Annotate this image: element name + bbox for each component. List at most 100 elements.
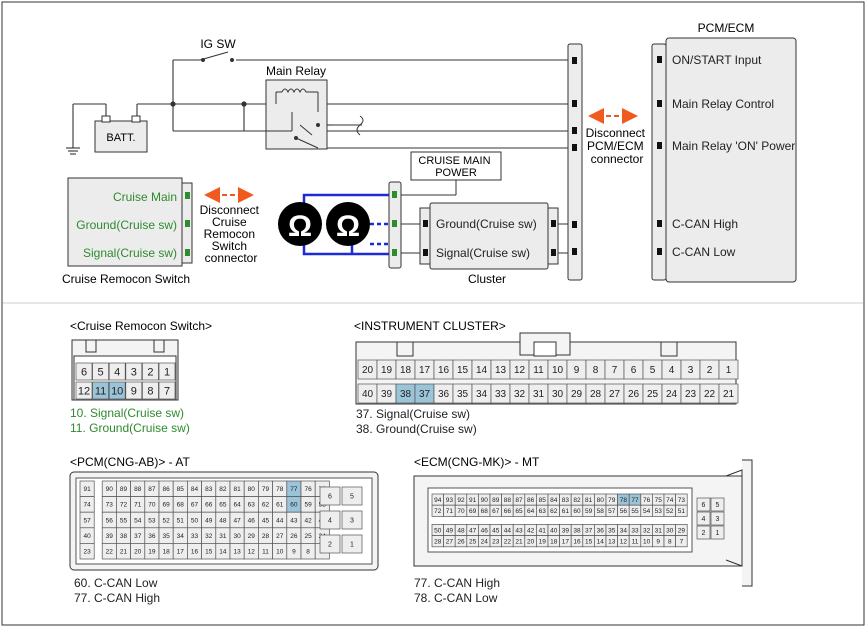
ecm-conn-pin-label: 40 (550, 527, 558, 534)
ecm-conn-pin-label: 29 (678, 527, 686, 534)
cluster-conn-pin-label: 36 (438, 389, 450, 400)
wire-break-icon (356, 115, 364, 136)
cluster-conn-pin-label: 28 (590, 389, 602, 400)
ecm-conn-pin-label: 38 (573, 527, 581, 534)
pcm-conn-pin-label: 78 (276, 486, 284, 493)
switch-pin-cruise-main: Cruise Main (113, 190, 177, 204)
pcm-conn-pin-label: 46 (248, 517, 256, 524)
pcm-conn-pin-label: 37 (134, 533, 142, 540)
pcm-conn-pin-label: 69 (162, 502, 170, 509)
ecm-conn-pin-label: 63 (539, 508, 547, 515)
pcm-conn-pin-label: 90 (106, 486, 114, 493)
cruise-conn-pin-label: 7 (164, 385, 170, 397)
pcm-conn-pin-label: 56 (106, 517, 114, 524)
ecm-conn-pin-label: 44 (504, 527, 512, 534)
pcm-conn-pin-label: 62 (262, 502, 270, 509)
cruise-conn-pin (108, 362, 126, 381)
cruise-conn-pin (142, 381, 159, 400)
ecm-conn-pin-label: 46 (481, 527, 489, 534)
ecm-conn-pin-label: 61 (562, 508, 570, 515)
cluster-conn-pin-label: 24 (666, 389, 678, 400)
pcm-conn-pin-label: 12 (248, 548, 256, 555)
cluster-conn-pin-label: 27 (609, 389, 621, 400)
ecm-conn-side-pin-label: 2 (702, 530, 706, 537)
cruise-conn-note: 11. Ground(Cruise sw) (70, 421, 190, 435)
ohm-icon-1: Ω (288, 210, 312, 243)
pcm-conn-pin-label: 23 (83, 548, 91, 555)
ecm-conn-side-pin (710, 497, 725, 512)
pcm-conn-pin-label: 74 (83, 502, 91, 509)
pcm-conn-pin-label: 42 (304, 517, 312, 524)
cruise-conn-pin-label: 4 (114, 366, 120, 378)
ecm-conn-pin-label: 58 (597, 508, 605, 515)
cluster-conn-pin-label: 29 (571, 389, 583, 400)
cruise-conn-pin-label: 1 (164, 366, 170, 378)
pcm-pin-main-relay-control: Main Relay Control (672, 97, 774, 111)
ecm-conn-pin-label: 9 (656, 538, 660, 545)
pcm-conn-note: 77. C-CAN High (74, 591, 160, 605)
pcm-conn-pin-label: 71 (134, 502, 142, 509)
cluster-conn-pin-label: 37 (419, 389, 431, 400)
ecm-conn-pin-label: 20 (527, 538, 535, 545)
cluster-conn-pin-label: 19 (381, 365, 393, 376)
ecm-conn-pin-label: 19 (539, 538, 547, 545)
ecm-conn-pin-label: 30 (666, 527, 674, 534)
cluster-conn-pin-label: 15 (457, 365, 469, 376)
cruise-conn-title: <Cruise Remocon Switch> (70, 319, 212, 333)
cruise-conn-pin (108, 381, 126, 400)
pcm-conn-pin-label: 29 (248, 533, 256, 540)
ecm-conn-note: 77. C-CAN High (414, 576, 500, 590)
ecm-conn-pin-label: 48 (457, 527, 465, 534)
pcm-conn-pin-label: 45 (262, 517, 270, 524)
ecm-conn-pin-label: 51 (678, 508, 686, 515)
cruise-conn-pin (142, 362, 159, 381)
ecm-conn-pin (675, 535, 688, 548)
ecm-conn-pin-label: 77 (631, 497, 639, 504)
pcm-conn-pin-label: 87 (148, 486, 156, 493)
ecm-conn-pin-label: 39 (562, 527, 570, 534)
ecm-conn-pin-label: 50 (434, 527, 442, 534)
pcm-conn-pin-label: 9 (292, 548, 296, 555)
ecm-conn-pin-label: 75 (655, 497, 663, 504)
pcm-conn-side-pin-label: 1 (350, 541, 354, 548)
cruise-conn-pin (125, 362, 143, 381)
ecm-conn-title: <ECM(CNG-MK)> - MT (414, 455, 540, 469)
cluster-conn-pin-label: 6 (631, 365, 637, 376)
pcm-conn-pin-label: 34 (177, 533, 185, 540)
cluster-conn-pin-label: 3 (688, 365, 694, 376)
ecm-conn-pin-label: 76 (643, 497, 651, 504)
pcm-conn-title: <PCM(CNG-AB)> - AT (70, 455, 190, 469)
pcm-conn-pin-label: 81 (233, 486, 241, 493)
ecm-conn-pin-label: 68 (481, 508, 489, 515)
pcm-conn-side-pin-label: 4 (328, 517, 332, 524)
ecm-conn-side-pin (710, 525, 725, 540)
cruise-conn-pin (92, 381, 109, 400)
cluster-conn-pin-label: 2 (707, 365, 713, 376)
pcm-conn-pin-label: 38 (120, 533, 128, 540)
ecm-conn-pin-label: 22 (504, 538, 512, 545)
ecm-conn-pin-label: 73 (678, 497, 686, 504)
cruise-conn-pin-label: 9 (131, 385, 137, 397)
battery-box (94, 120, 148, 153)
cruise-conn-pin (158, 362, 176, 381)
ecm-conn-pin-label: 78 (620, 497, 628, 504)
pcm-conn-pin-label: 50 (191, 517, 199, 524)
pcm-conn-pin-label: 82 (219, 486, 227, 493)
cluster-conn-pin-label: 8 (593, 365, 599, 376)
ecm-conn-pin-label: 49 (446, 527, 454, 534)
cruise-conn-pin-label: 2 (147, 366, 153, 378)
pcm-conn-pin-label: 48 (219, 517, 227, 524)
pcm-conn-pin-label: 22 (106, 548, 114, 555)
cluster-conn-pin-label: 31 (533, 389, 545, 400)
ecm-conn-side-pin-label: 3 (716, 516, 720, 523)
cluster-conn-pin-label: 32 (514, 389, 526, 400)
pcm-conn-pin-label: 47 (233, 517, 241, 524)
pcm-conn-pin-label: 63 (248, 502, 256, 509)
pcm-conn-pin-label: 30 (233, 533, 241, 540)
ecm-conn-pin-label: 88 (504, 497, 512, 504)
ecm-conn-pin-label: 57 (608, 508, 616, 515)
cruise-main-power-label: CRUISE MAIN POWER (418, 155, 493, 179)
ecm-conn-pin-label: 43 (515, 527, 523, 534)
